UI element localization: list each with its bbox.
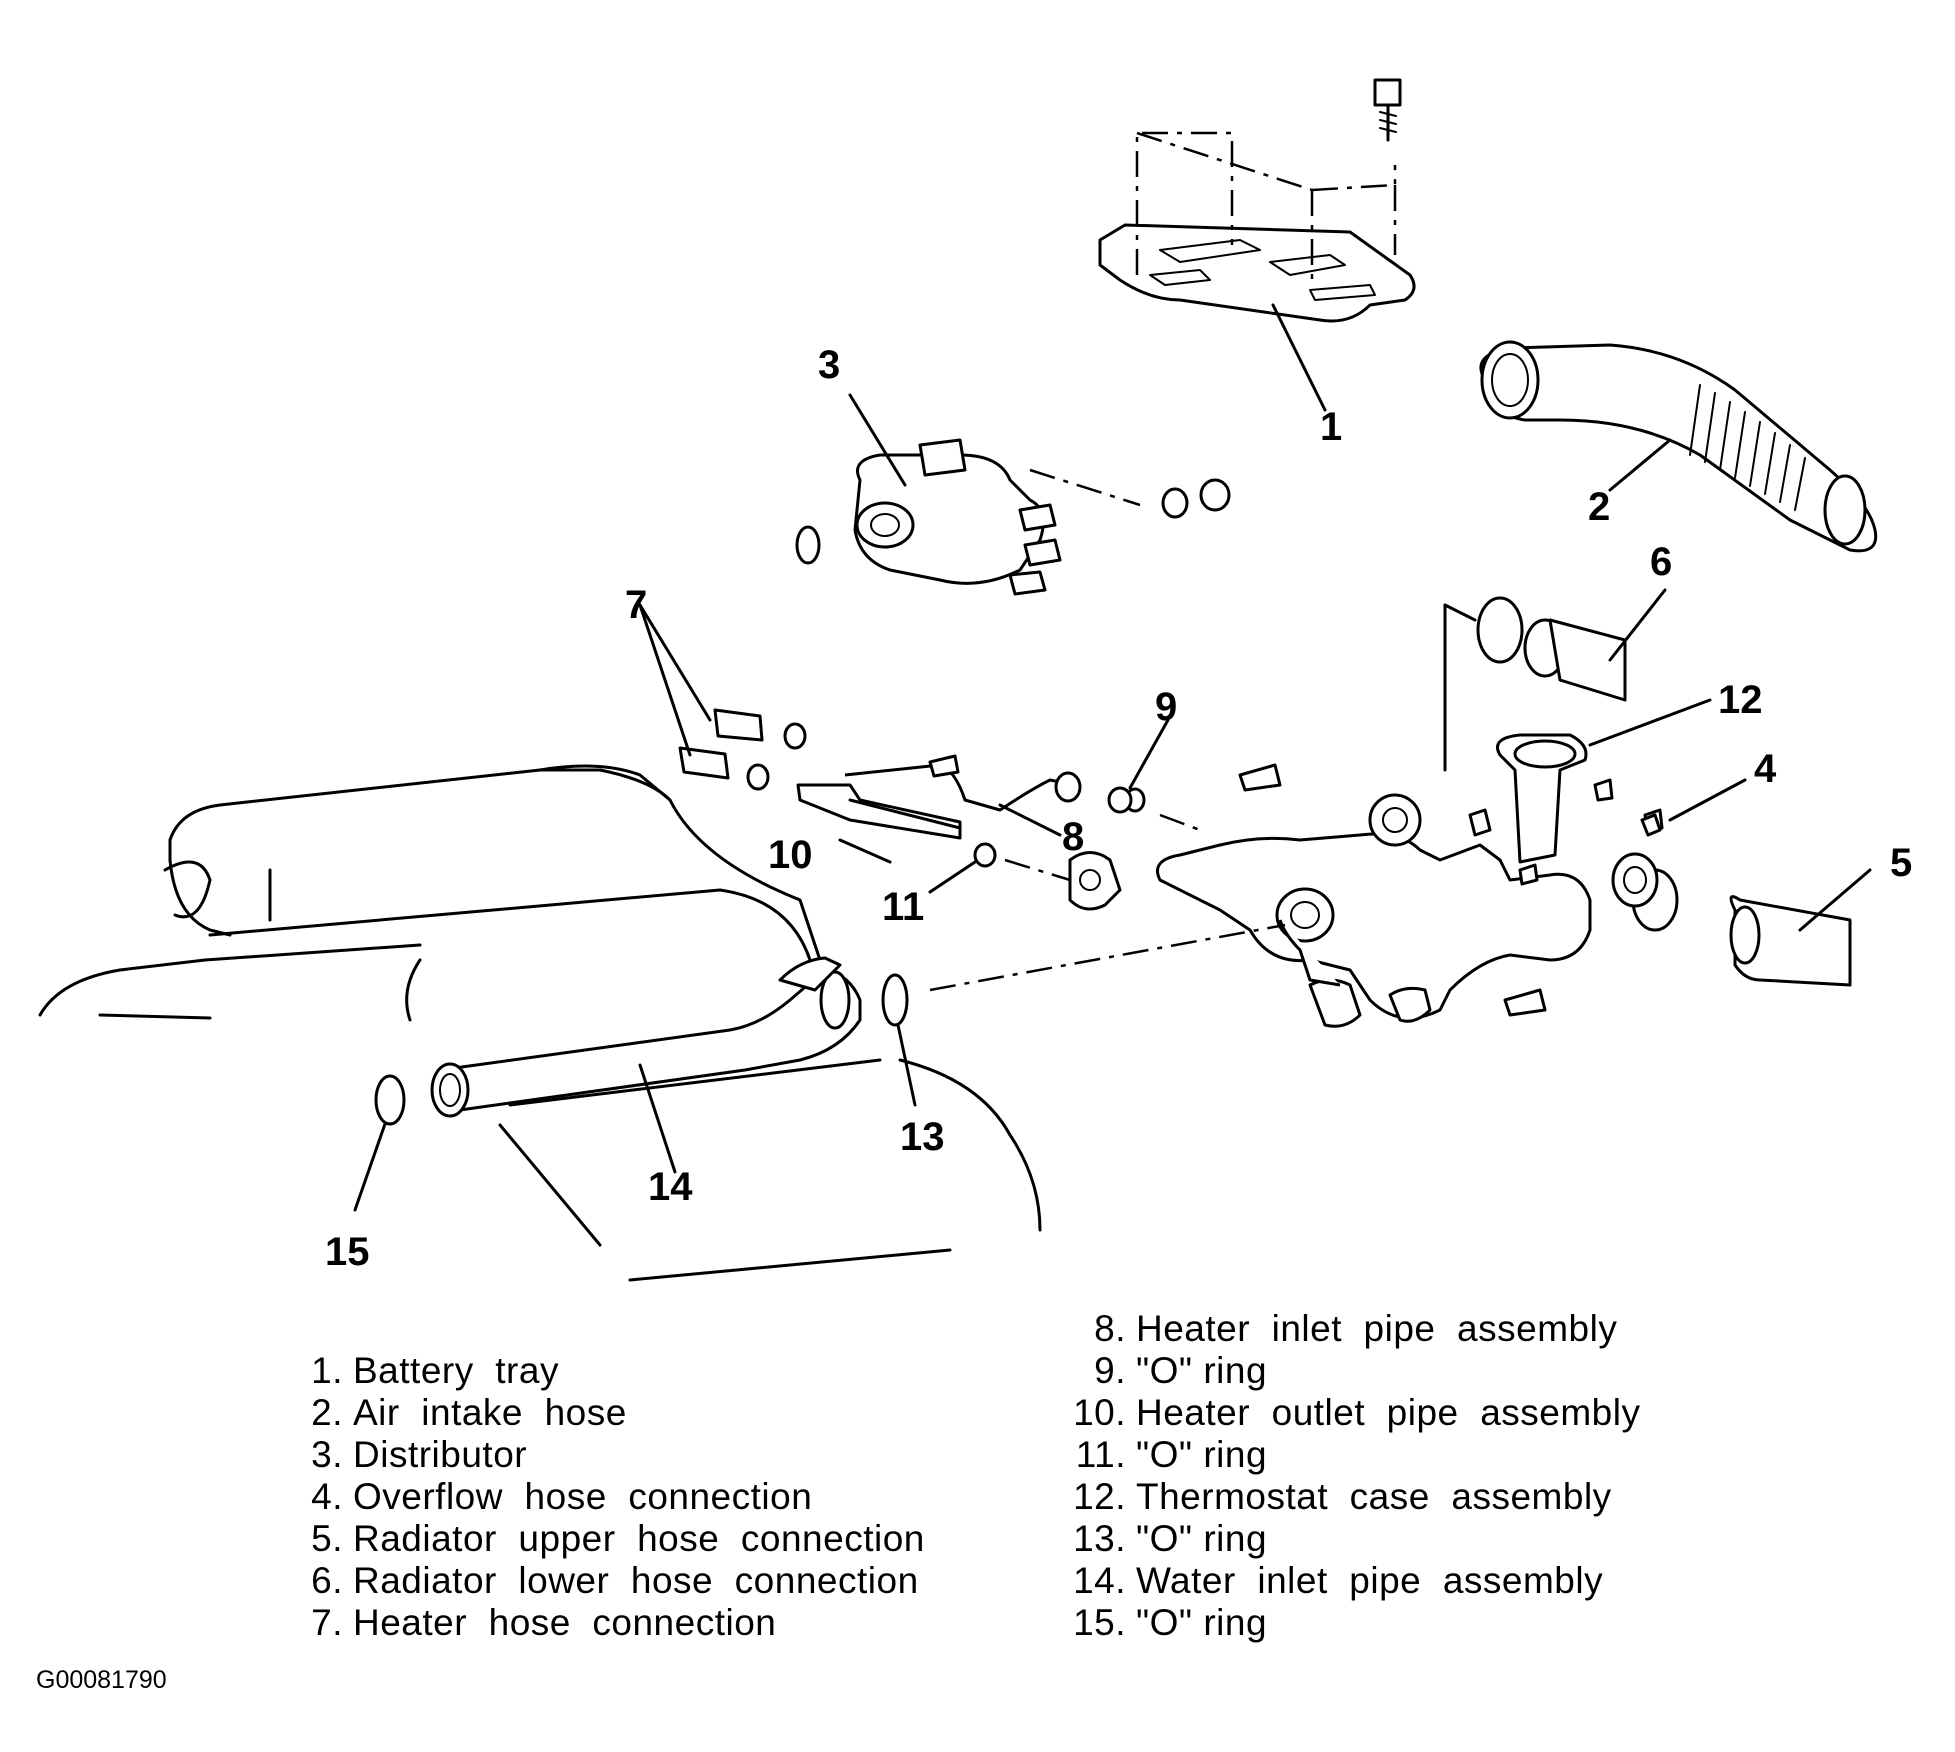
legend-item-label: Distributor (353, 1434, 528, 1475)
legend-item-number: 14. (1073, 1560, 1126, 1601)
legend-item-label: Heater hose connection (353, 1602, 777, 1643)
legend-item: 8.Heater inlet pipe assembly (1050, 1308, 1640, 1350)
legend-item-label: "O" ring (1136, 1518, 1268, 1559)
legend-item: 15."O" ring (1050, 1602, 1640, 1644)
o-ring-13-part (881, 923, 1286, 1107)
legend-item-label: "O" ring (1136, 1602, 1268, 1643)
legend-item: 12.Thermostat case assembly (1050, 1476, 1640, 1518)
legend-item: 9."O" ring (1050, 1350, 1640, 1392)
legend-item-label: Heater inlet pipe assembly (1136, 1308, 1618, 1349)
legend-item-number: 6. (311, 1560, 343, 1601)
callout-13: 13 (900, 1115, 945, 1159)
air-intake-hose-part (1479, 340, 1878, 553)
callout-1: 1 (1320, 405, 1342, 449)
callout-4: 4 (1754, 747, 1777, 791)
o-ring-15-part (353, 1074, 406, 1212)
legend-item-number: 15. (1073, 1602, 1126, 1643)
legend-item-number: 3. (311, 1434, 343, 1475)
legend-item-number: 7. (311, 1602, 343, 1643)
callout-12: 12 (1718, 678, 1763, 722)
legend-item-label: "O" ring (1136, 1350, 1268, 1391)
callout-7: 7 (625, 583, 647, 627)
callout-10: 10 (768, 833, 813, 877)
legend-item-number: 8. (1094, 1308, 1126, 1349)
callout-5: 5 (1890, 841, 1912, 885)
battery-tray-part (1098, 78, 1416, 412)
legend-item-label: Water inlet pipe assembly (1136, 1560, 1604, 1601)
legend-item-label: Radiator lower hose connection (353, 1560, 919, 1601)
legend-item-number: 11. (1075, 1434, 1126, 1475)
callout-9: 9 (1155, 685, 1177, 729)
overflow-hose-part (1640, 778, 1747, 837)
legend-item-number: 9. (1094, 1350, 1126, 1391)
legend-item-label: Radiator upper hose connection (353, 1518, 925, 1559)
legend-item-label: Battery tray (353, 1350, 559, 1391)
legend-item: 13."O" ring (1050, 1518, 1640, 1560)
radiator-lower-hose-part (1443, 588, 1667, 772)
legend-item-label: Air intake hose (353, 1392, 627, 1433)
callout-8: 8 (1062, 815, 1084, 859)
legend-right-column: 8.Heater inlet pipe assembly 9."O" ring … (1050, 1308, 1640, 1644)
callout-2: 2 (1588, 485, 1610, 529)
legend-item: 6.Radiator lower hose connection (293, 1560, 925, 1602)
legend-item: 2.Air intake hose (293, 1392, 925, 1434)
legend-item-number: 1. (311, 1350, 343, 1391)
callout-6: 6 (1650, 540, 1672, 584)
radiator-upper-hose-part (1631, 868, 1872, 987)
o-ring-11-part (928, 842, 1071, 894)
heater-pipes-part (638, 603, 1146, 864)
legend-item: 4.Overflow hose connection (293, 1476, 925, 1518)
distributor-part (795, 393, 1231, 596)
legend-item: 3.Distributor (293, 1434, 925, 1476)
legend-item: 11."O" ring (1050, 1434, 1640, 1476)
o-ring-9-part (1107, 718, 1201, 832)
legend-item-number: 5. (311, 1518, 343, 1559)
legend-item-label: Thermostat case assembly (1136, 1476, 1612, 1517)
legend-item: 7.Heater hose connection (293, 1602, 925, 1644)
legend-item-number: 12. (1073, 1476, 1126, 1517)
thermostat-case-part (1068, 698, 1712, 1028)
legend-item-number: 2. (311, 1392, 343, 1433)
callout-15: 15 (325, 1230, 370, 1274)
figure-id-label: G00081790 (36, 1666, 167, 1694)
legend-item-number: 13. (1073, 1518, 1126, 1559)
callout-3: 3 (818, 343, 840, 387)
legend-item: 10.Heater outlet pipe assembly (1050, 1392, 1640, 1434)
legend-item: 1.Battery tray (293, 1350, 925, 1392)
callout-11: 11 (882, 885, 924, 929)
legend-item-number: 10. (1073, 1392, 1126, 1433)
legend-left-column: 1.Battery tray 2.Air intake hose 3.Distr… (293, 1350, 925, 1644)
engine-block-outline (38, 764, 1042, 1282)
legend-item-label: "O" ring (1136, 1434, 1268, 1475)
callout-14: 14 (648, 1165, 693, 1209)
legend-item-number: 4. (311, 1476, 343, 1517)
legend-item-label: Overflow hose connection (353, 1476, 813, 1517)
water-inlet-pipe-part (430, 956, 862, 1174)
legend-item: 14.Water inlet pipe assembly (1050, 1560, 1640, 1602)
legend-item: 5.Radiator upper hose connection (293, 1518, 925, 1560)
legend-item-label: Heater outlet pipe assembly (1136, 1392, 1641, 1433)
